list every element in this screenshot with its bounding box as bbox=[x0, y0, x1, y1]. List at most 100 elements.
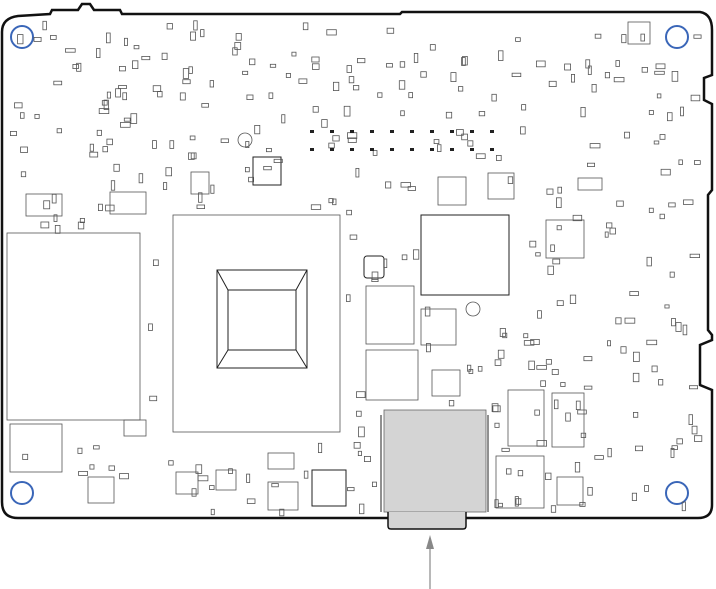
chip bbox=[190, 171, 210, 195]
passive-component bbox=[688, 414, 693, 426]
passive-component bbox=[523, 333, 529, 339]
pad bbox=[430, 148, 434, 151]
chip bbox=[267, 481, 299, 511]
passive-component bbox=[461, 133, 468, 141]
chip bbox=[431, 369, 461, 397]
passive-component bbox=[548, 80, 557, 88]
passive-component bbox=[577, 409, 587, 415]
passive-component bbox=[633, 351, 640, 362]
passive-component bbox=[355, 167, 360, 178]
passive-component bbox=[123, 117, 131, 122]
passive-component bbox=[197, 475, 209, 482]
passive-component bbox=[210, 508, 215, 516]
passive-component bbox=[668, 202, 676, 208]
mounting-hole bbox=[10, 25, 34, 49]
passive-component bbox=[298, 78, 308, 84]
passive-component bbox=[311, 56, 320, 63]
passive-component bbox=[407, 186, 416, 191]
passive-component bbox=[556, 197, 562, 209]
passive-component bbox=[119, 66, 126, 72]
chip bbox=[267, 452, 295, 470]
passive-component bbox=[655, 63, 666, 70]
passive-component bbox=[124, 37, 128, 46]
passive-component bbox=[565, 412, 571, 422]
passive-component bbox=[281, 114, 286, 124]
chip bbox=[25, 193, 63, 217]
passive-component bbox=[20, 146, 28, 153]
pad bbox=[490, 130, 494, 133]
passive-component bbox=[106, 138, 113, 146]
passive-component bbox=[499, 328, 506, 337]
passive-component bbox=[122, 92, 128, 101]
passive-component bbox=[514, 496, 519, 507]
passive-component bbox=[291, 51, 297, 57]
passive-component bbox=[461, 57, 466, 66]
passive-component bbox=[515, 37, 521, 42]
passive-component bbox=[357, 450, 362, 456]
passive-component bbox=[494, 422, 500, 428]
passive-component bbox=[497, 502, 503, 508]
passive-component bbox=[89, 143, 94, 152]
passive-component bbox=[332, 135, 340, 142]
pad bbox=[410, 130, 414, 133]
mounting-hole bbox=[665, 481, 689, 505]
passive-component bbox=[676, 438, 683, 445]
passive-component bbox=[445, 111, 453, 119]
passive-component bbox=[17, 34, 24, 45]
passive-component bbox=[607, 340, 611, 347]
passive-component bbox=[356, 58, 366, 64]
passive-component bbox=[377, 92, 383, 98]
passive-component bbox=[311, 63, 320, 70]
pad bbox=[450, 148, 454, 151]
passive-component bbox=[571, 74, 576, 83]
passive-component bbox=[572, 214, 583, 222]
chip bbox=[215, 469, 237, 491]
pad bbox=[470, 130, 474, 133]
passive-component bbox=[640, 33, 645, 42]
chip bbox=[487, 172, 515, 200]
passive-component bbox=[138, 173, 144, 184]
passive-component bbox=[353, 441, 361, 449]
passive-component bbox=[433, 139, 440, 144]
passive-component bbox=[79, 217, 85, 223]
passive-component bbox=[583, 385, 593, 390]
passive-component bbox=[620, 346, 627, 354]
passive-component bbox=[491, 403, 499, 413]
chip bbox=[437, 176, 467, 206]
passive-component bbox=[234, 42, 242, 50]
passive-component bbox=[671, 71, 679, 82]
memory-module bbox=[6, 232, 141, 421]
passive-component bbox=[552, 258, 561, 265]
passive-component bbox=[689, 385, 699, 390]
passive-component bbox=[528, 360, 535, 371]
passive-component bbox=[310, 204, 322, 210]
passive-component bbox=[574, 461, 581, 473]
chip bbox=[109, 191, 147, 215]
passive-component bbox=[536, 60, 546, 68]
passive-component bbox=[9, 130, 17, 136]
passive-component bbox=[76, 62, 82, 72]
passive-component bbox=[285, 73, 291, 78]
passive-component bbox=[347, 137, 357, 143]
passive-component bbox=[385, 63, 393, 68]
passive-component bbox=[269, 63, 277, 68]
passive-component bbox=[606, 222, 613, 229]
passive-component bbox=[550, 505, 557, 513]
passive-component bbox=[268, 92, 274, 99]
passive-component bbox=[420, 71, 427, 78]
chip bbox=[420, 308, 457, 346]
passive-component bbox=[646, 339, 658, 346]
component bbox=[9, 423, 63, 473]
passive-component bbox=[580, 107, 586, 118]
passive-component bbox=[648, 207, 654, 213]
passive-component bbox=[210, 184, 215, 194]
passive-component bbox=[133, 45, 140, 50]
passive-component bbox=[195, 464, 203, 474]
passive-component bbox=[149, 395, 158, 402]
passive-component bbox=[54, 224, 61, 234]
pad bbox=[370, 130, 374, 133]
passive-component bbox=[413, 53, 419, 63]
passive-component bbox=[383, 258, 388, 269]
passive-component bbox=[536, 365, 547, 370]
passive-component bbox=[521, 104, 527, 111]
